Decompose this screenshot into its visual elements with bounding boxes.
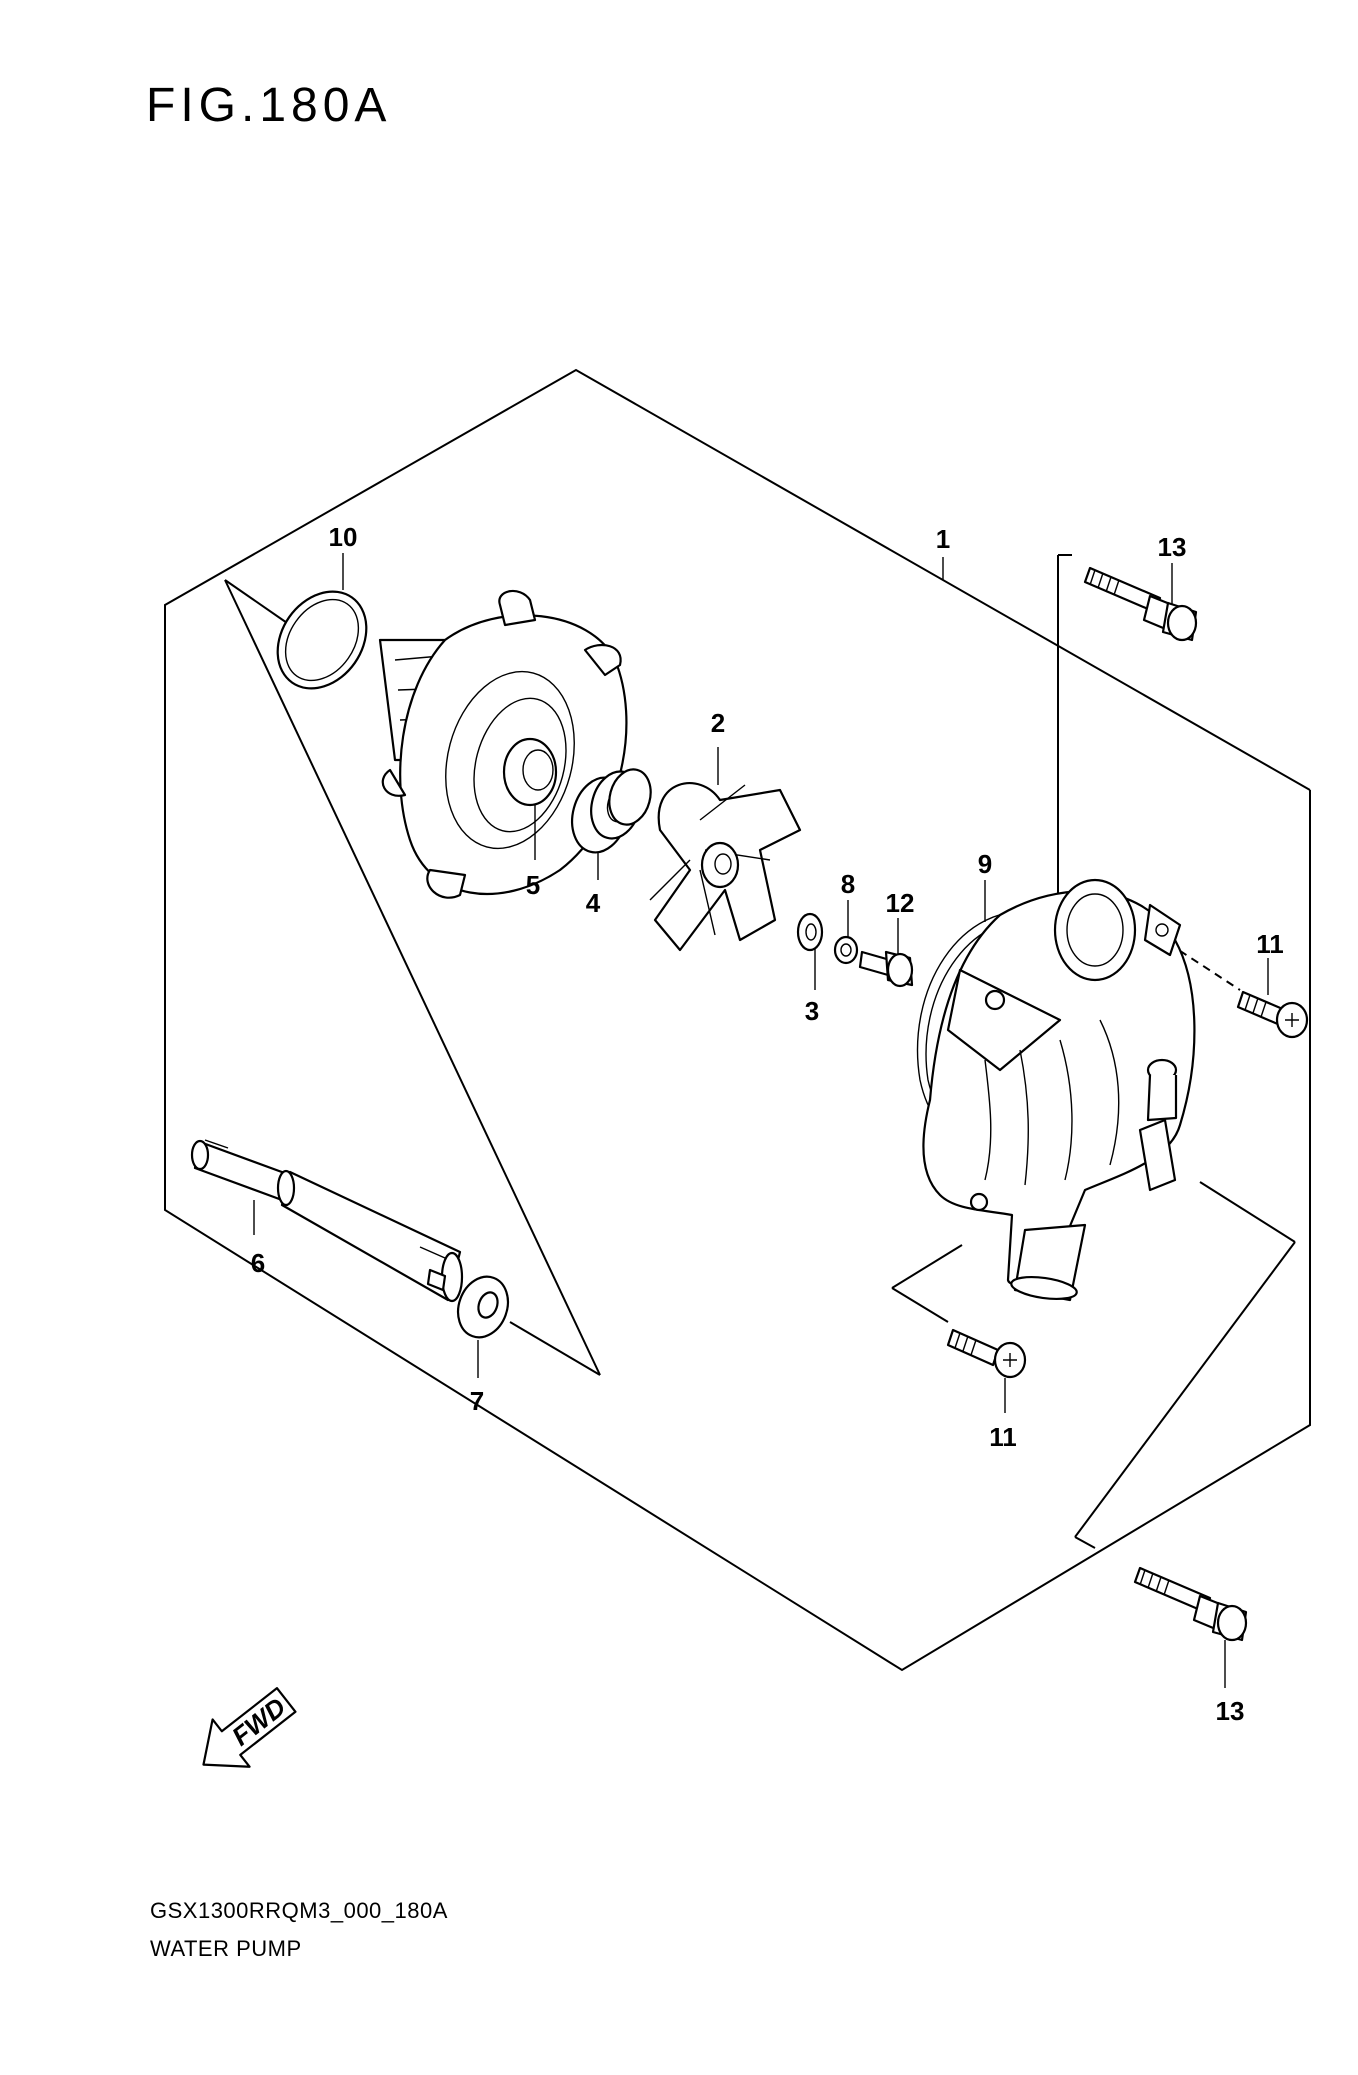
screw-part-11-bottom (946, 1328, 1027, 1379)
impeller-part-2 (649, 782, 802, 952)
callout-5: 5 (526, 870, 540, 900)
callout-13-top: 13 (1158, 532, 1187, 562)
o-ring-part-10 (276, 590, 368, 690)
pump-shaft-part-6 (190, 1139, 464, 1303)
callout-4: 4 (586, 888, 601, 918)
callout-1: 1 (936, 524, 950, 554)
bolt-part-12 (858, 950, 914, 988)
callout-11-right: 11 (1256, 929, 1284, 959)
callout-2: 2 (711, 708, 725, 738)
forward-direction-arrow: FWD (202, 1687, 297, 1768)
water-pump-body-part-1 (922, 878, 1196, 1302)
diagram-name: WATER PUMP (150, 1936, 302, 1961)
mechanical-seal-part-4 (571, 768, 652, 854)
figure-title: FIG.180A (146, 79, 392, 132)
guide-lines (224, 554, 1296, 1549)
callout-7: 7 (470, 1386, 484, 1416)
washer-part-8 (833, 935, 859, 965)
callout-9: 9 (978, 849, 992, 879)
flange-bolt-part-13-top (1083, 566, 1198, 642)
callout-12: 12 (886, 888, 915, 918)
callout-13-bottom: 13 (1216, 1696, 1245, 1726)
callout-11-bottom: 11 (989, 1422, 1017, 1452)
callout-labels: 1 2 3 4 5 6 7 8 9 10 11 11 12 13 13 (251, 522, 1284, 1726)
assembly-boundary (164, 368, 1311, 1672)
flange-bolt-part-13-bottom (1133, 1566, 1248, 1642)
screw-part-11-right (1236, 990, 1309, 1039)
callout-10: 10 (329, 522, 358, 552)
callout-3: 3 (805, 996, 819, 1026)
callout-6: 6 (251, 1248, 265, 1278)
washer-part-7 (456, 1275, 510, 1339)
leader-lines (253, 553, 1269, 1688)
washer-part-3 (796, 912, 824, 952)
callout-8: 8 (841, 869, 855, 899)
diagram-code: GSX1300RRQM3_000_180A (150, 1898, 448, 1923)
pump-housing-cover (378, 589, 628, 899)
